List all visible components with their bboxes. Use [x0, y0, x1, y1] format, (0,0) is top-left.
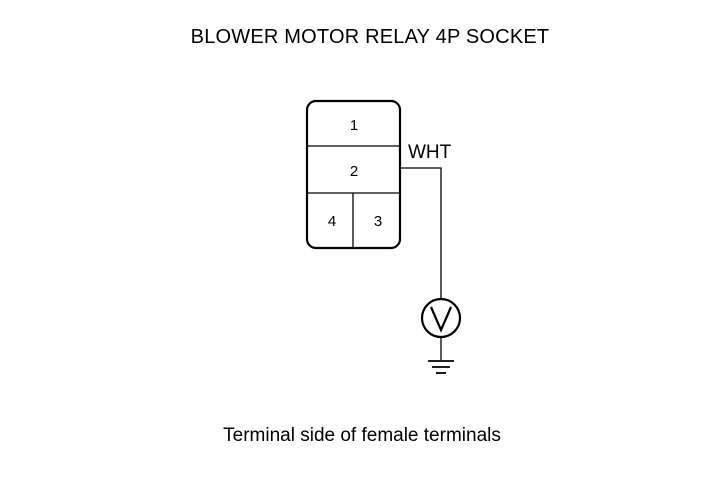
diagram-caption: Terminal side of female terminals — [223, 425, 501, 446]
diagram-title: BLOWER MOTOR RELAY 4P SOCKET — [190, 26, 550, 48]
terminal-3-label: 3 — [374, 213, 382, 230]
ground-icon — [428, 360, 454, 374]
test-wire — [400, 167, 442, 298]
terminal-2-label: 2 — [350, 163, 358, 180]
terminal-1-label: 1 — [350, 117, 358, 134]
voltmeter-icon — [420, 297, 462, 339]
wire-color-label: WHT — [408, 142, 452, 163]
terminal-4-label: 4 — [328, 213, 336, 230]
